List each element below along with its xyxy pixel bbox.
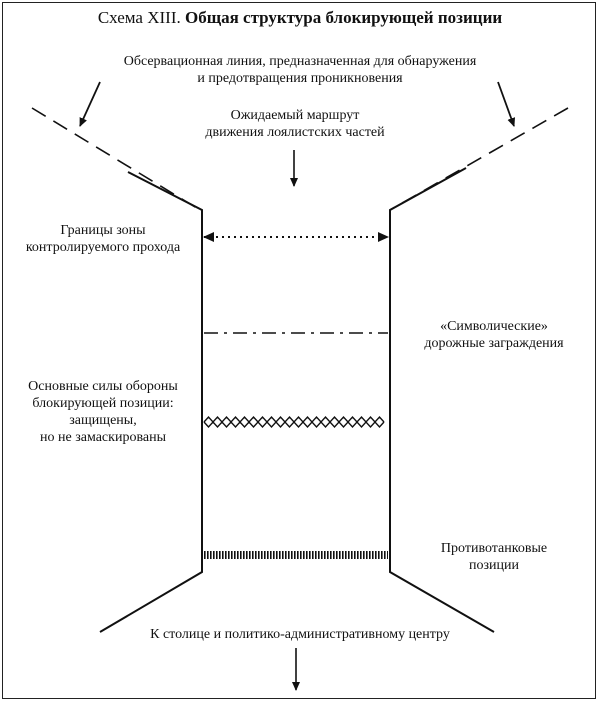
zone-border-right bbox=[389, 167, 495, 633]
zigzag-lower bbox=[203, 420, 385, 429]
observation-line-right bbox=[389, 107, 569, 211]
observation-line-left bbox=[31, 107, 201, 211]
zone-border-left bbox=[99, 171, 203, 633]
observation-line-label: Обсервационная линия, предназначенная дл… bbox=[123, 54, 477, 86]
antitank-line bbox=[204, 551, 388, 559]
observation-arrow-left bbox=[79, 81, 101, 127]
title-number: Схема XIII. bbox=[97, 8, 181, 27]
zone-borders-label: Границы зоны контролируемого прохода bbox=[25, 223, 181, 255]
main-forces-line bbox=[203, 415, 385, 429]
title-text: Общая структура блокирующей позиции bbox=[185, 8, 503, 27]
observation-arrow-right bbox=[497, 81, 516, 127]
expected-route-label: Ожидаемый маршрут движения лоялистских ч… bbox=[205, 108, 385, 140]
main-forces-label: Основные силы обороны блокирующей позици… bbox=[28, 379, 178, 445]
antitank-label: Противотанковые позиции bbox=[440, 541, 548, 573]
diagram-title: Схема XIII. Общая структура блокирующей … bbox=[0, 8, 600, 28]
to-capital-label: К столице и политико-административному ц… bbox=[150, 627, 450, 642]
symbolic-barriers-label: «Символические» дорожные заграждения bbox=[424, 319, 564, 351]
